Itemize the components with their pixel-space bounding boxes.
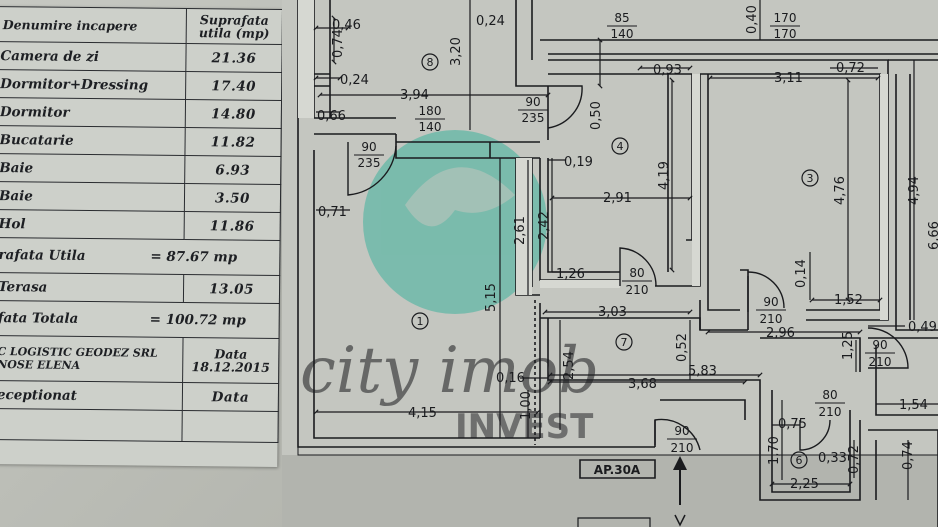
dim-label: 2,54: [562, 351, 577, 380]
dim-label: 0,93: [653, 63, 682, 78]
dim-label: 2,96: [766, 326, 795, 341]
header-room: Denumire incapere: [0, 6, 187, 44]
door-height: 140: [611, 27, 634, 41]
room-number-label: 4: [617, 140, 624, 153]
door-height: 170: [774, 27, 797, 41]
room-number-label: 3: [807, 172, 814, 185]
dim-label: 1,54: [899, 398, 928, 413]
dim-label: 1,26: [556, 267, 585, 282]
room-number-label: 7: [621, 336, 628, 349]
dim-label: 0,16: [496, 371, 525, 386]
dim-label: 3,94: [400, 88, 429, 103]
dim-label: 4,76: [833, 176, 848, 205]
door-width: 90: [872, 338, 887, 352]
dimension-labels: 0,46 0,74 0,24 0,24 3,20 3,94 0,66 0,71 …: [317, 5, 938, 492]
dim-label: 5,83: [688, 364, 717, 379]
entrance-arrow-icon: [673, 456, 687, 527]
dim-label: 4,15: [408, 406, 437, 421]
dim-label: 0,19: [564, 155, 593, 170]
dim-label: 3,20: [449, 37, 464, 66]
door-height: 210: [869, 355, 892, 369]
apartment-label: AP.30A: [594, 463, 641, 477]
door-width: 90: [525, 95, 540, 109]
dim-label: 1,70: [767, 436, 782, 465]
door-width: 90: [674, 424, 689, 438]
dim-label: 0,14: [794, 259, 809, 288]
dim-label: 0,74: [901, 441, 916, 470]
dim-label: 0,33: [818, 451, 847, 466]
door-width: 170: [774, 11, 797, 25]
dim-label: 2,61: [513, 216, 528, 245]
dim-label: 6,66: [927, 221, 938, 250]
door-width: 85: [614, 11, 629, 25]
dim-label: 3,68: [628, 377, 657, 392]
useful-area-row: rafata Utila= 87.67 mp: [0, 237, 281, 276]
dim-label: 0,46: [332, 18, 361, 33]
room-number-label: 1: [417, 315, 424, 328]
floor-plan: city imob INVEST: [282, 0, 938, 527]
dim-label: 0,66: [317, 109, 346, 124]
door-labels: 85 140 170 170 180 140 90 235 90 235 80 …: [354, 11, 895, 455]
door-height: 210: [626, 283, 649, 297]
total-area-row: fata Totala= 100.72 mp: [0, 300, 280, 339]
dim-label: 4,94: [907, 176, 922, 205]
dim-label: 0,24: [340, 73, 369, 88]
room-number-label: 8: [427, 56, 434, 69]
dim-label: 0,40: [745, 5, 760, 34]
dim-label: 2,42: [537, 211, 552, 240]
dim-label: 0,50: [589, 101, 604, 130]
dim-label: 2,25: [790, 477, 819, 492]
dim-label: 4,19: [657, 161, 672, 190]
door-height: 210: [671, 441, 694, 455]
dim-label: 0,75: [778, 417, 807, 432]
room-numbers: 1 3 4 6 7 8: [411, 53, 819, 469]
door-height: 210: [819, 405, 842, 419]
door-height: 210: [760, 312, 783, 326]
room-number-label: 6: [796, 454, 803, 467]
door-width: 90: [763, 295, 778, 309]
door-width: 90: [361, 140, 376, 154]
next-apartment-box: [577, 517, 651, 527]
door-width: 80: [822, 388, 837, 402]
door-height: 140: [419, 120, 442, 134]
dim-label: 0,72: [847, 445, 862, 474]
watermark-logo: [363, 130, 547, 314]
dim-label: 0,72: [836, 61, 865, 76]
dim-label: 0,24: [476, 14, 505, 29]
door-width: 80: [629, 266, 644, 280]
dim-label: 1,00: [519, 391, 534, 420]
dim-label: 3,11: [774, 71, 803, 86]
paper-lower-edge: [282, 455, 938, 527]
door-width: 180: [419, 104, 442, 118]
watermark-text: city imob: [300, 334, 599, 408]
dim-label: 0,49: [908, 320, 937, 335]
dim-label: 5,15: [484, 283, 499, 312]
dimension-lines: [313, 0, 938, 500]
door-height: 235: [522, 111, 545, 125]
dim-label: 3,03: [598, 305, 627, 320]
dim-label: 1,25: [841, 331, 856, 360]
door-height: 235: [358, 156, 381, 170]
dim-label: 0,71: [318, 205, 347, 220]
dim-label: 0,52: [675, 333, 690, 362]
dim-label: 0,74: [331, 29, 346, 58]
blank-row: [0, 408, 279, 443]
dim-label: 1,52: [834, 293, 863, 308]
dim-label: 2,91: [603, 191, 632, 206]
door-swings: [347, 85, 909, 451]
